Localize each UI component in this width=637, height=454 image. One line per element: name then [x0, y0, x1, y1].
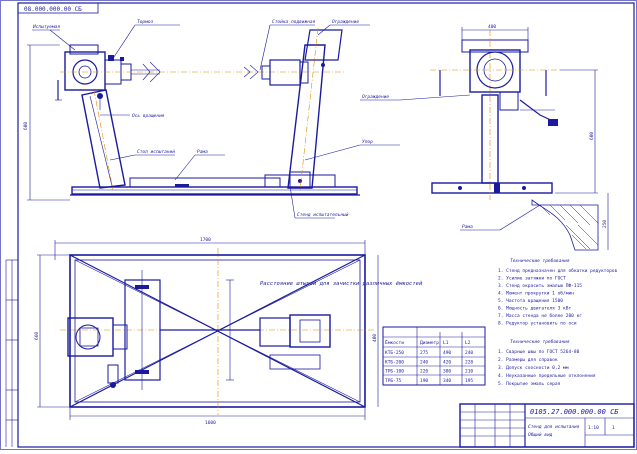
notes-2-line: 5. Покрытие эмаль серая: [498, 381, 561, 387]
title-block: 0105.27.000.000.00 СБ Стенд для испытани…: [459, 403, 635, 448]
side-view: [430, 30, 560, 200]
callout-d: Ограждение: [332, 19, 359, 25]
callout-b: Испытуемая: [32, 24, 60, 30]
table-cell: 220: [420, 369, 428, 375]
notes-1-line: 6. Мощность двигателя 3 кВт: [498, 306, 571, 312]
notes-1-line: 7. Масса стенда не более 200 кг: [498, 312, 582, 319]
callout-e: Стол испытаний: [137, 149, 175, 155]
notes-2-line: 1. Сварные швы по ГОСТ 5264-80: [498, 349, 580, 355]
right-unit: [269, 59, 301, 86]
notes-2-line: 3. Допуск соосности 0,2 мм: [498, 365, 569, 371]
plan-view: [60, 248, 375, 415]
dim-side-small: 250: [602, 220, 608, 228]
front-view-callouts: Тормоз Испытуемая Стойка подвижная Ограж…: [32, 19, 400, 219]
callout-side-b: Рама: [462, 224, 473, 230]
table-cell: 380: [443, 369, 451, 375]
title-scale: 1:10: [588, 425, 599, 431]
front-height-dimension: 600: [23, 44, 70, 201]
side-dimensions: 400 600 250: [461, 24, 609, 250]
front-view: [55, 27, 360, 196]
notes-2-line: 2. Размеры для справок: [498, 357, 558, 363]
table-header-cell: L2: [465, 340, 471, 346]
callout-h: Упор: [362, 139, 373, 145]
dim-base-width: 660: [34, 332, 40, 340]
table-cell: 420: [443, 359, 451, 365]
title-sheet: 1: [612, 425, 615, 431]
technical-notes-2: Технические требования 1. Сварные швы по…: [498, 338, 596, 387]
table-cell: 228: [465, 359, 473, 365]
top-stamp-text: 08.000.000.00 СБ: [24, 6, 82, 13]
dim-overall-length: 1700: [200, 237, 211, 243]
callout-a: Тормоз: [137, 19, 154, 25]
notes-2-title: Технические требования: [510, 338, 570, 345]
table-cell: 190: [420, 378, 428, 384]
notes-1-line: 2. Усилие затяжки по ГОСТ: [498, 276, 566, 282]
ground-section: [531, 199, 599, 251]
table-header-cell: Ёмкости: [385, 339, 404, 346]
callout-side-a: Ограждение: [362, 94, 389, 100]
top-stamp: 08.000.000.00 СБ: [17, 2, 99, 14]
title-sub: Общий вид: [528, 431, 553, 438]
table-cell: 490: [443, 350, 451, 356]
table-cell: 240: [420, 359, 428, 365]
table-cell: ТРБ-100: [385, 369, 404, 375]
table-cell: ТРБ-75: [385, 378, 402, 384]
callout-f: Рама: [197, 149, 208, 155]
table-cell: КТБ-250: [385, 350, 404, 356]
inner-frame: [17, 2, 635, 448]
distance-table: Расстояние штырей для зачистки различных…: [260, 281, 486, 386]
dim-base-length: 1600: [205, 420, 216, 426]
notes-1-line: 5. Частота вращения 1500: [498, 298, 563, 304]
notes-1-title: Технические требования: [510, 257, 570, 264]
table-cell: 195: [465, 378, 473, 384]
side-view-callouts: Ограждение Рама: [360, 94, 541, 231]
table-cell: 210: [465, 369, 473, 375]
callout-c: Стойка подвижная: [272, 19, 316, 25]
dim-side-height: 600: [589, 132, 595, 140]
table-header-cell: L1: [443, 340, 449, 346]
notes-1-line: 4. Момент прокрутки 1 об/мин: [498, 290, 574, 297]
callout-g: Ось вращения: [132, 113, 165, 119]
notes-2-line: 4. Неуказанные предельные отклонения: [498, 373, 596, 379]
technical-notes-1: Технические требования 1. Стенд предназн…: [498, 257, 617, 327]
notes-1-line: 1. Стенд предназначен для обкатки редукт…: [498, 267, 617, 274]
callout-i: Стенд испытательный: [297, 212, 349, 218]
dim-side-width: 400: [488, 24, 496, 30]
table-header-cell: Диаметр: [420, 340, 439, 346]
dim-right-width: 400: [372, 334, 378, 342]
binding-strip: [5, 259, 18, 447]
plan-dimensions: 1700 1600 660 400: [34, 237, 379, 426]
table-cell: 275: [420, 350, 428, 356]
table-cell: 340: [443, 378, 451, 384]
title-name: Стенд для испытания: [528, 424, 580, 430]
title-code: 0105.27.000.000.00 СБ: [530, 408, 619, 416]
notes-1-line: 8. Редуктор установить по оси: [498, 321, 577, 327]
table-title: Расстояние штырей для зачистки различных…: [260, 281, 423, 287]
notes-1-line: 3. Стенд окрасить эмалью ПФ-115: [498, 283, 582, 289]
table-cell: 240: [465, 350, 473, 356]
dim-front-height: 600: [23, 122, 29, 130]
table-cell: КТБ-200: [385, 359, 404, 365]
support-block: [289, 171, 311, 188]
